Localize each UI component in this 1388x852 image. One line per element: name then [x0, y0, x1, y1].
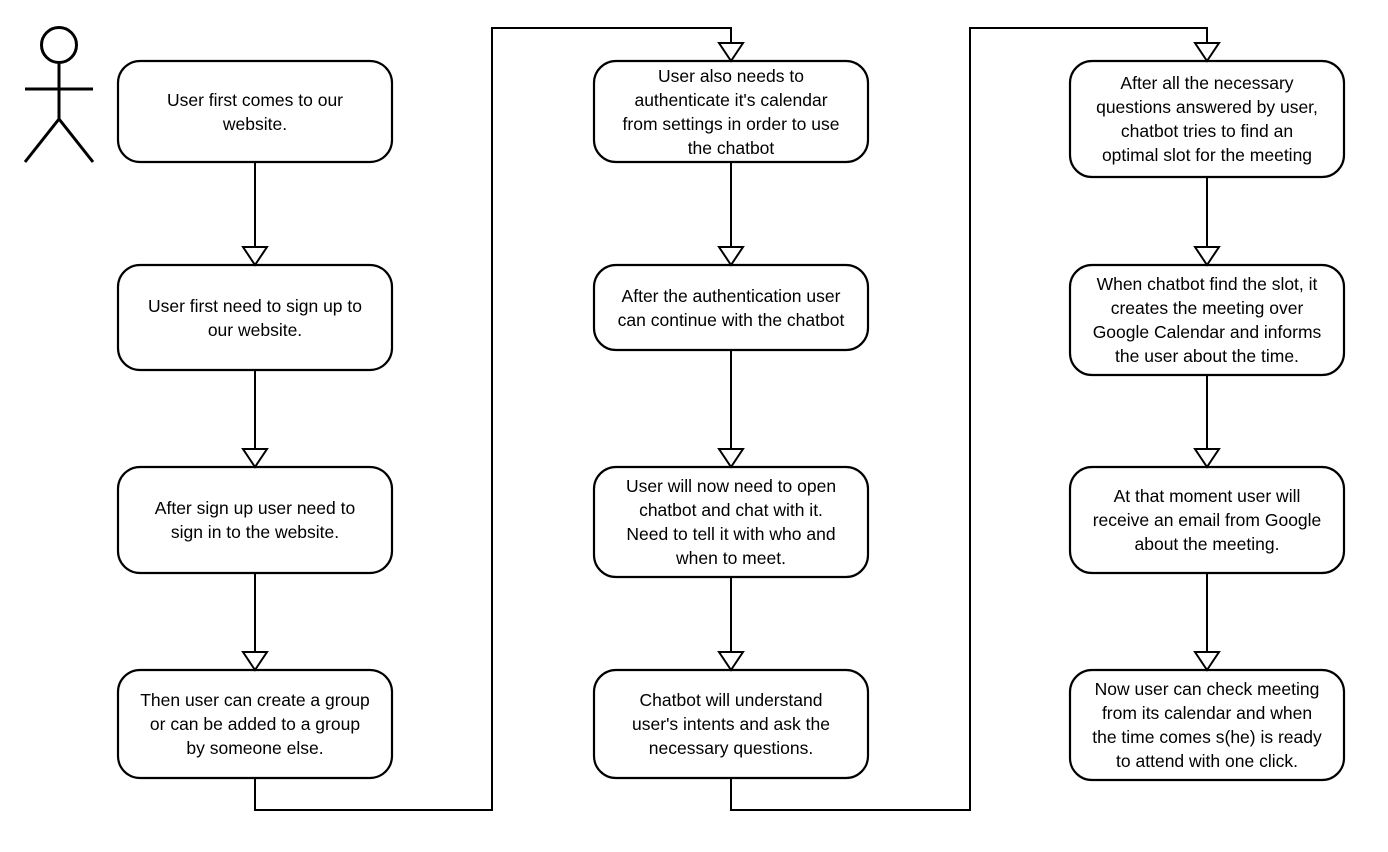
edge-n7-n8	[717, 577, 745, 672]
edge-n1-n2	[241, 162, 269, 267]
node-n10[interactable]	[1068, 263, 1346, 377]
edge-n6-n7	[717, 350, 745, 469]
edge-n11-n12	[1193, 573, 1221, 672]
node-n3[interactable]	[116, 465, 394, 575]
edge-n10-n11	[1193, 375, 1221, 469]
node-n5[interactable]	[592, 59, 870, 164]
node-n11[interactable]	[1068, 465, 1346, 575]
node-n8[interactable]	[592, 668, 870, 780]
edge-n3-n4	[241, 573, 269, 672]
edge-n5-n6	[717, 162, 745, 267]
node-n2[interactable]	[116, 263, 394, 372]
node-n12[interactable]	[1068, 668, 1346, 782]
user-actor-icon	[23, 26, 95, 163]
node-n7[interactable]	[592, 465, 870, 579]
node-n4[interactable]	[116, 668, 394, 780]
node-n9[interactable]	[1068, 59, 1346, 179]
node-n6[interactable]	[592, 263, 870, 352]
edge-n9-n10	[1193, 177, 1221, 267]
edge-n8-n9	[730, 27, 1221, 811]
edge-n2-n3	[241, 370, 269, 469]
node-n1[interactable]	[116, 59, 394, 164]
edge-n4-n5	[254, 27, 745, 811]
